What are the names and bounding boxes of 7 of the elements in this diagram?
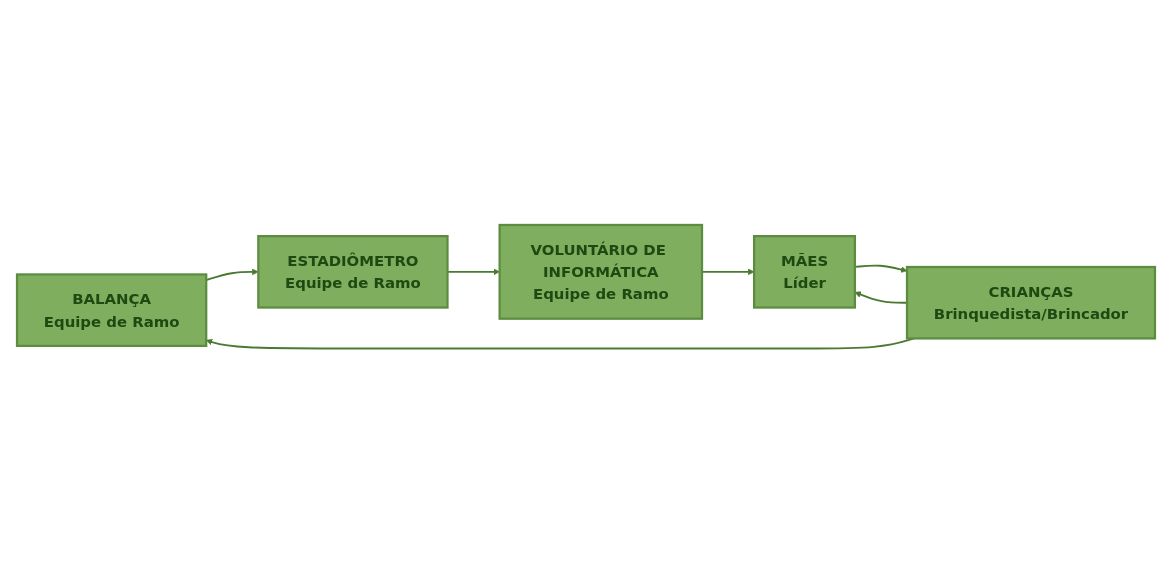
node-box: BALANÇA Equipe de Ramo xyxy=(15,273,208,348)
node-box: CRIANÇAS Brinquedista/Brincador xyxy=(905,266,1157,340)
node-box: ESTADIÔMETRO Equipe de Ramo xyxy=(257,235,449,309)
node-box: VOLUNTÁRIO DE INFORMÁTICA Equipe de Ramo xyxy=(498,224,704,321)
arrow xyxy=(854,291,908,304)
node-box: MÃES Líder xyxy=(753,235,857,309)
arrow xyxy=(854,264,908,274)
